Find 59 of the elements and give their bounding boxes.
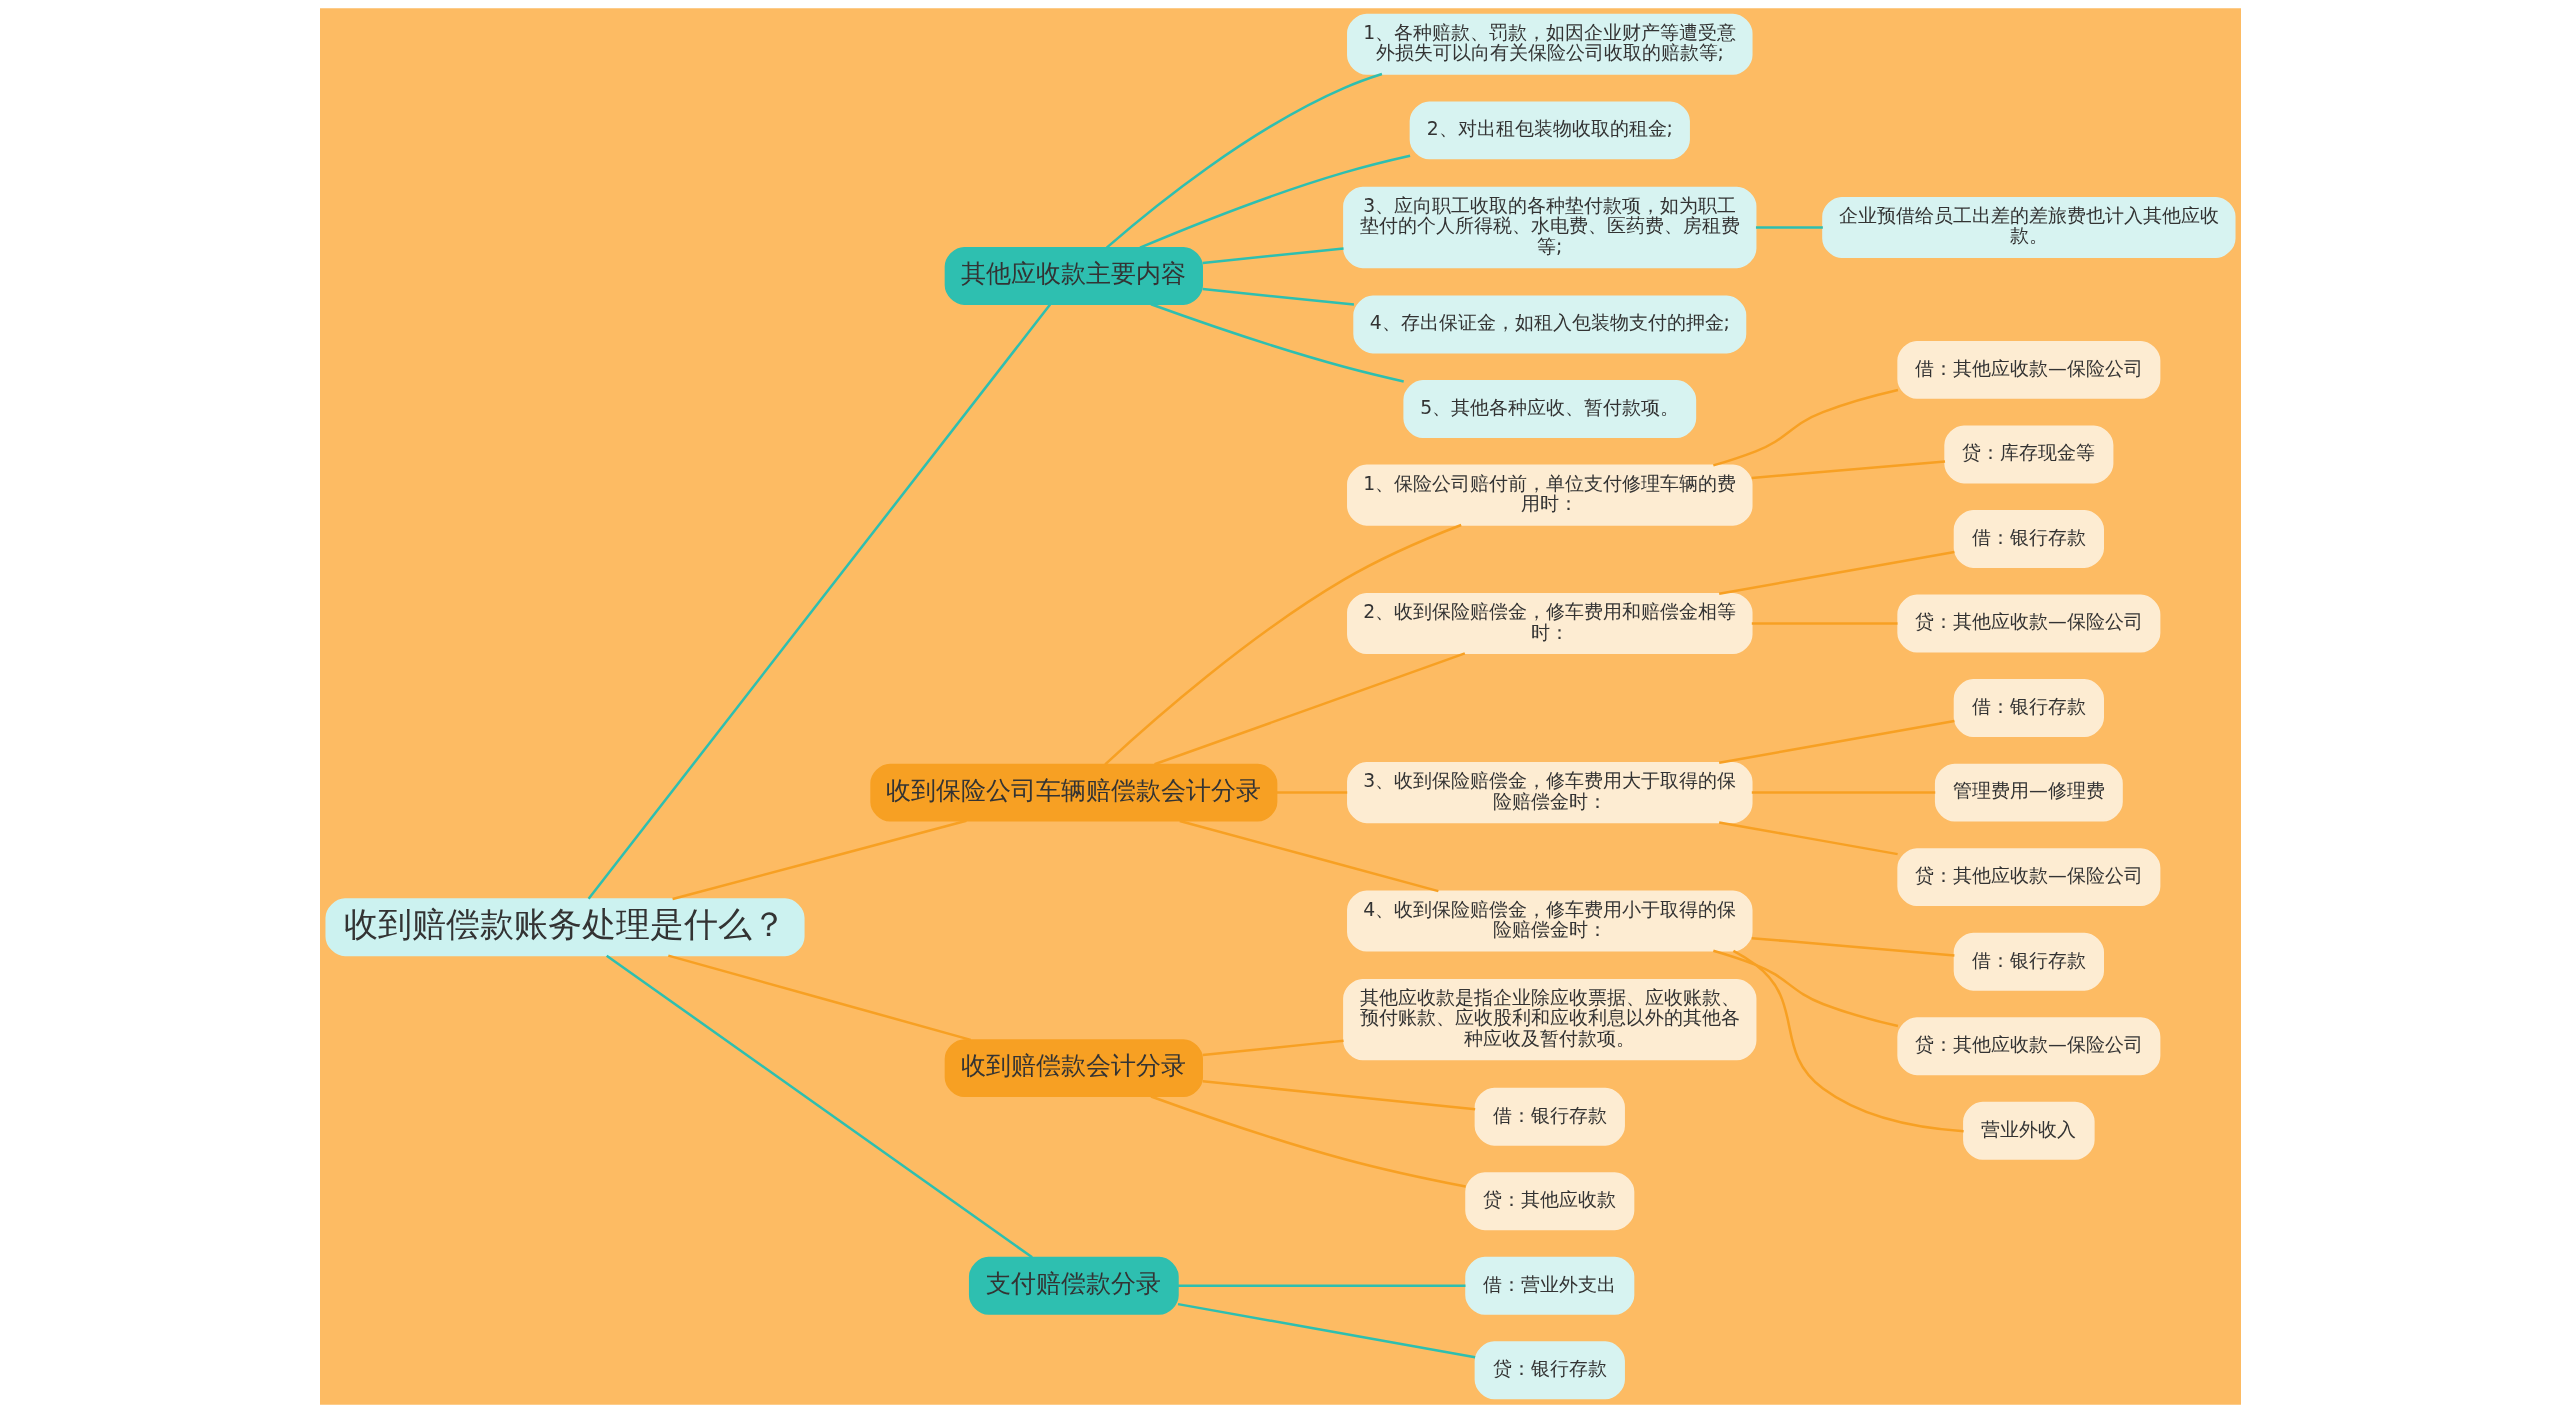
connector xyxy=(1103,523,1462,766)
node-box: 1、各种赔款、罚款，如因企业财产等遭受意外损失可以向有关保险公司收取的赔款等; xyxy=(1346,13,1753,75)
node-box: 3、收到保险赔偿金，修车费用大于取得的保险赔偿金时： xyxy=(1346,762,1753,824)
connector xyxy=(1751,936,1955,957)
connector xyxy=(1177,1284,1465,1287)
node-box: 2、对出租包装物收取的租金; xyxy=(1409,101,1690,160)
connector xyxy=(1178,819,1439,893)
node-box: 5、其他各种应收、暂付款项。 xyxy=(1402,380,1696,438)
connector xyxy=(1755,226,1823,229)
connector xyxy=(1732,949,1964,1133)
connector xyxy=(1202,1039,1344,1057)
node-box: 收到赔偿款账务处理是什么？ xyxy=(324,898,805,957)
node-box: 其他应收款是指企业除应收票据、应收账款、预付账款、应收股利和应收利息以外的其他各种应收及暂付款项。 xyxy=(1342,978,1756,1061)
connector xyxy=(1276,791,1347,794)
node-box: 收到赔偿款会计分录 xyxy=(944,1039,1203,1098)
node-box: 借：银行存款 xyxy=(1953,932,2104,991)
connector xyxy=(1718,719,1955,765)
node-box: 企业预借给员工出差的差旅费也计入其他应收款。 xyxy=(1821,196,2236,258)
node-box: 营业外收入 xyxy=(1962,1101,2095,1160)
node-box: 3、应向职工收取的各种垫付款项，如为职工垫付的个人所得税、水电费、医药费、房租费等; xyxy=(1342,186,1756,269)
node-box: 贷：库存现金等 xyxy=(1943,425,2113,484)
node-box: 收到保险公司车辆赔偿款会计分录 xyxy=(869,763,1277,822)
node-box: 2、收到保险赔偿金，修车费用和赔偿金相等时： xyxy=(1346,593,1753,655)
connector xyxy=(1153,652,1465,766)
node-box: 其他应收款主要内容 xyxy=(944,247,1203,305)
connector xyxy=(1105,72,1382,249)
connector xyxy=(1712,949,1898,1028)
node-box: 借：其他应收款—保险公司 xyxy=(1896,340,2160,399)
node-box: 借：营业外支出 xyxy=(1464,1256,1634,1315)
node-box: 贷：其他应收款—保险公司 xyxy=(1896,848,2160,907)
node-box: 贷：其他应收款—保险公司 xyxy=(1896,594,2160,653)
connector xyxy=(1718,550,1955,595)
connector xyxy=(1150,303,1404,383)
node-box: 借：银行存款 xyxy=(1953,679,2104,738)
node-box: 支付赔偿款分录 xyxy=(968,1256,1179,1315)
node-box: 贷：其他应收款—保险公司 xyxy=(1896,1017,2160,1076)
node-box: 贷：银行存款 xyxy=(1474,1341,1625,1400)
connector xyxy=(1712,388,1898,467)
connector xyxy=(1202,1080,1475,1111)
connector xyxy=(1177,1302,1475,1359)
node-box: 4、收到保险赔偿金，修车费用小于取得的保险赔偿金时： xyxy=(1346,890,1753,952)
connector xyxy=(1751,622,1898,625)
connector xyxy=(671,819,967,901)
connector xyxy=(1202,287,1354,306)
node-box: 借：银行存款 xyxy=(1474,1087,1625,1146)
connector xyxy=(1751,791,1935,794)
node-box: 4、存出保证金，如租入包装物支付的押金; xyxy=(1352,295,1746,354)
connector xyxy=(1139,154,1410,249)
connector xyxy=(1202,247,1344,265)
node-box: 贷：其他应收款 xyxy=(1464,1172,1634,1231)
node-box: 借：银行存款 xyxy=(1953,510,2104,568)
connector xyxy=(667,954,971,1042)
connector xyxy=(1718,821,1898,856)
connector xyxy=(1751,460,1945,480)
connector xyxy=(605,954,1033,1259)
node-box: 1、保险公司赔付前，单位支付修理车辆的费用时： xyxy=(1346,464,1753,526)
connector xyxy=(587,303,1051,900)
node-box: 管理费用—修理费 xyxy=(1934,763,2123,822)
connector xyxy=(1150,1095,1466,1188)
